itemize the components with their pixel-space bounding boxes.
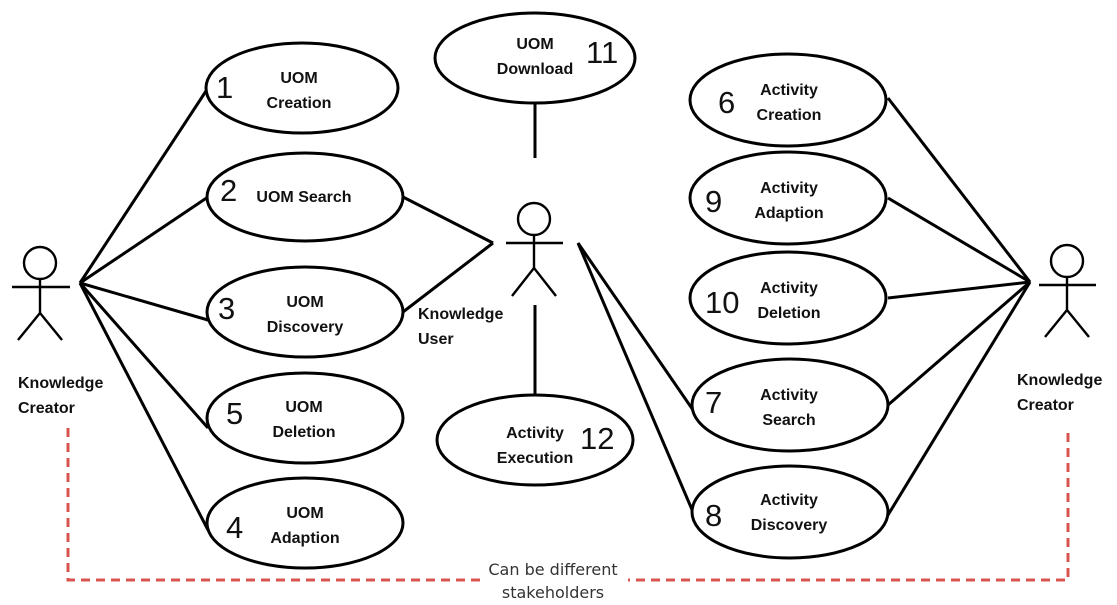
user-associations (402, 103, 695, 513)
use-case-label: Creation (267, 95, 332, 112)
use-case-uom-creation: 1 UOM Creation (204, 41, 400, 135)
left-creator-associations (78, 87, 210, 531)
use-case-activity-execution: Activity Execution 12 (435, 393, 635, 487)
actor-label-knowledge-user-line2: User (418, 331, 454, 348)
use-case-label: Creation (757, 107, 822, 124)
use-case-label: Download (497, 61, 573, 78)
use-case-number: 7 (705, 385, 722, 420)
use-case-label: UOM (285, 399, 322, 416)
use-case-label: Activity (760, 280, 818, 297)
use-case-activity-search: 7 Activity Search (690, 357, 890, 453)
use-case-label: UOM (286, 294, 323, 311)
use-case-uom-discovery: 3 UOM Discovery (205, 265, 405, 359)
use-case-uom-adaption: 4 UOM Adaption (205, 476, 405, 570)
use-case-label: Discovery (751, 517, 828, 534)
actor-icon-left-creator (12, 245, 70, 341)
use-case-number: 3 (218, 291, 235, 326)
use-case-label: Discovery (267, 319, 344, 336)
use-case-label: Execution (497, 450, 573, 467)
use-case-activity-creation: 6 Activity Creation (688, 52, 888, 148)
use-case-label: UOM (516, 36, 553, 53)
actor-label-left-creator-line2: Creator (18, 400, 75, 417)
use-case-label: Deletion (272, 424, 335, 441)
use-case-number: 6 (718, 85, 735, 120)
use-case-label: Activity (506, 425, 564, 442)
use-case-label: UOM (286, 505, 323, 522)
use-case-number: 10 (705, 285, 739, 320)
use-case-label: UOM Search (256, 189, 351, 206)
use-case-label: Deletion (757, 305, 820, 322)
use-case-uom-search: 2 UOM Search (205, 151, 405, 243)
use-case-number: 11 (586, 35, 618, 70)
actor-icon-knowledge-user (506, 201, 563, 297)
use-case-activity-adaption: 9 Activity Adaption (688, 150, 888, 246)
use-case-number: 2 (220, 173, 237, 208)
use-case-number: 9 (705, 184, 722, 219)
use-case-label: Activity (760, 180, 818, 197)
stakeholder-note: Can be different (488, 560, 617, 579)
use-case-label: Activity (760, 82, 818, 99)
use-case-label: Adaption (270, 530, 339, 547)
use-case-number: 8 (705, 498, 722, 533)
actor-label-knowledge-user: Knowledge (418, 306, 503, 323)
use-case-activity-discovery: 8 Activity Discovery (690, 464, 890, 560)
use-case-activity-deletion: 10 Activity Deletion (688, 250, 888, 346)
stakeholder-note-line2: stakeholders (502, 583, 604, 602)
use-case-label: Search (762, 412, 815, 429)
use-case-label: Activity (760, 387, 818, 404)
use-case-number: 4 (226, 510, 243, 545)
use-case-label: Adaption (754, 205, 823, 222)
use-case-uom-download: UOM Download 11 (433, 11, 637, 105)
use-case-number: 5 (226, 396, 243, 431)
actor-icon-right-creator (1039, 243, 1096, 338)
actor-label-left-creator: Knowledge (18, 375, 103, 392)
use-case-uom-deletion: 5 UOM Deletion (205, 371, 405, 465)
use-case-label: UOM (280, 70, 317, 87)
use-case-label: Activity (760, 492, 818, 509)
use-case-number: 1 (216, 70, 233, 105)
actor-label-right-creator-line2: Creator (1017, 397, 1074, 414)
note-backdrop (480, 562, 628, 602)
actor-label-right-creator: Knowledge (1017, 372, 1102, 389)
use-case-number: 12 (580, 421, 614, 456)
right-creator-associations (886, 97, 1032, 516)
